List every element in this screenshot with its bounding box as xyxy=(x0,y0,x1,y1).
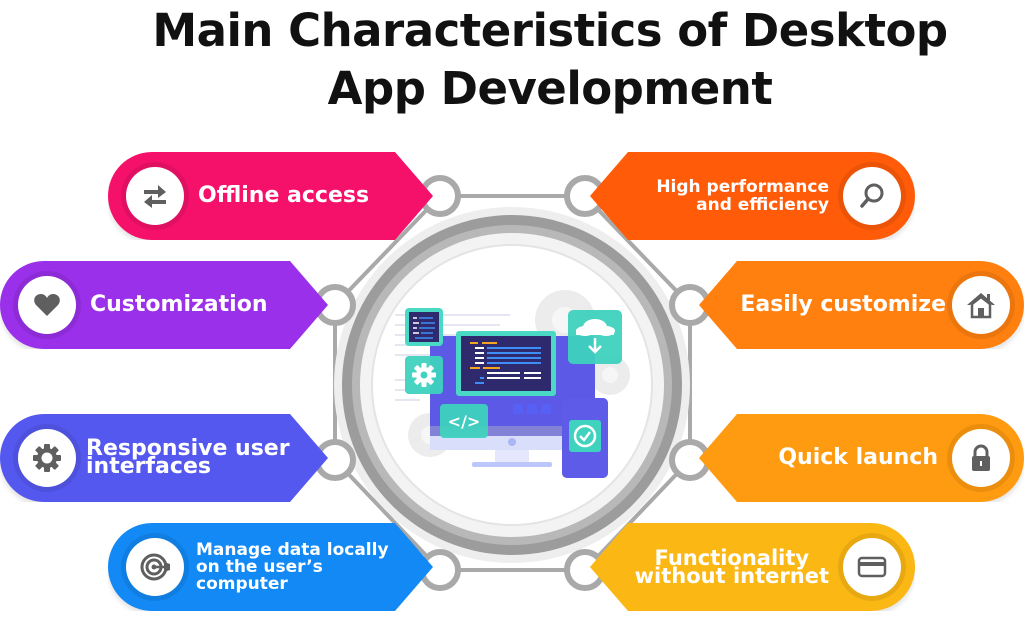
feature-label: High performance and efficiency xyxy=(656,177,829,215)
magnifier-icon xyxy=(843,167,901,225)
feature-functionality-without-internet: Functionality without internet xyxy=(590,523,915,611)
feature-label: Responsive user interfaces xyxy=(86,436,290,479)
desktop-illustration: </> xyxy=(395,290,630,478)
feature-quick-launch: Quick launch xyxy=(699,414,1024,502)
title-line-1: Main Characteristics of Desktop xyxy=(152,4,948,57)
padlock-icon xyxy=(952,429,1010,487)
feature-manage-data-locally: Manage data locally on the user’s comput… xyxy=(108,523,433,611)
feature-label: Easily customize xyxy=(740,292,946,317)
feature-label: Manage data locally on the user’s comput… xyxy=(196,539,389,594)
code-tag-text: </> xyxy=(448,412,481,431)
page-title: Main Characteristics of Desktop App Deve… xyxy=(0,2,1024,118)
feature-customization: Customization xyxy=(0,261,328,349)
house-icon xyxy=(952,276,1010,334)
gear-icon xyxy=(18,429,76,487)
feature-offline-access: Offline access xyxy=(108,152,433,240)
arrows-exchange-icon xyxy=(126,167,184,225)
title-line-2: App Development xyxy=(327,62,773,115)
feature-high-performance: High performance and efficiency xyxy=(590,152,915,240)
heart-icon xyxy=(18,276,76,334)
feature-label: Customization xyxy=(90,292,268,317)
feature-easily-customize: Easily customize xyxy=(699,261,1024,349)
credit-card-icon xyxy=(843,538,901,596)
feature-label: Quick launch xyxy=(778,445,938,470)
feature-responsive-user-interfaces: Responsive user interfaces xyxy=(0,414,328,502)
feature-label: Functionality without internet xyxy=(634,546,829,588)
target-icon xyxy=(126,538,184,596)
feature-label: Offline access xyxy=(198,183,370,208)
